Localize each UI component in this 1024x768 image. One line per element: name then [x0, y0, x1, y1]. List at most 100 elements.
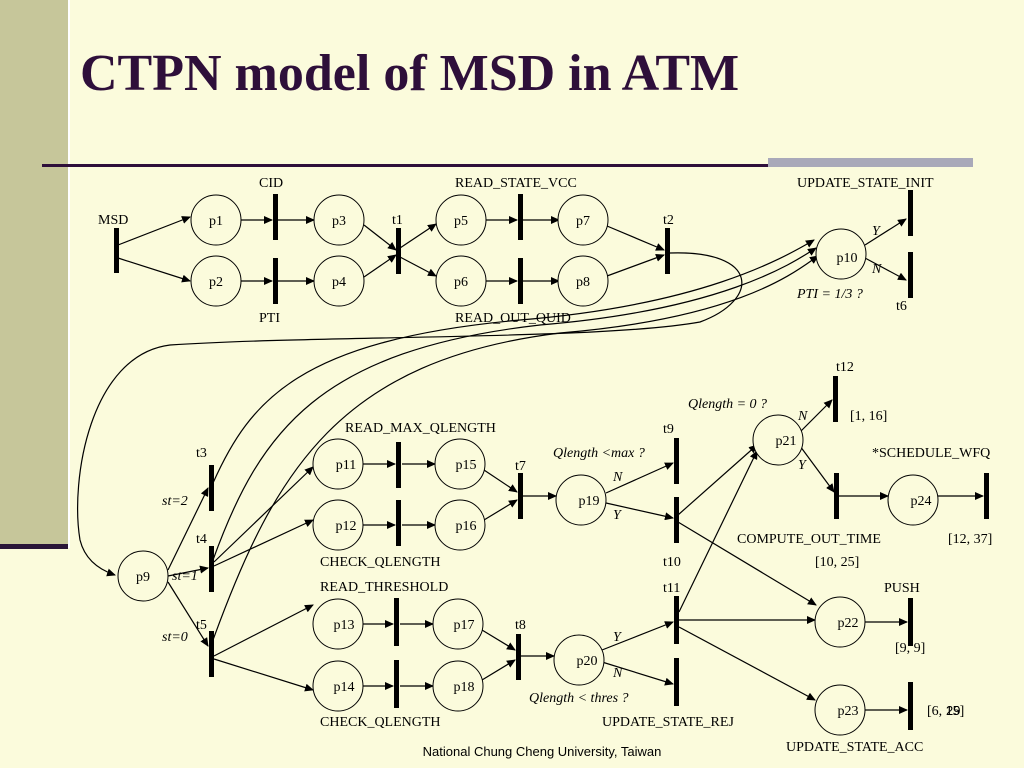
place-p3 [313, 194, 365, 246]
place-p13 [312, 598, 364, 650]
condition-n-p20: N [612, 666, 623, 681]
interval-acc: [6, 15] [927, 704, 964, 719]
place-label-p5: p5 [454, 214, 468, 229]
place-p12 [312, 499, 364, 551]
transition-update-state-acc [908, 682, 913, 730]
place-p24 [887, 474, 939, 526]
title-rule [42, 164, 972, 167]
page-number: 29 [946, 703, 961, 718]
place-label-p24: p24 [911, 494, 932, 509]
sidebar-divider [68, 0, 70, 548]
transition-update-state-rej [674, 658, 679, 706]
place-p9 [117, 550, 169, 602]
condition-pti: PTI = 1/3 ? [796, 287, 863, 302]
label-compute-out-time: COMPUTE_OUT_TIME [737, 532, 881, 547]
transition-t9 [674, 438, 679, 484]
label-update-state-init: UPDATE_STATE_INIT [797, 176, 934, 191]
place-p10 [815, 228, 867, 280]
transition-label-t6: t6 [896, 299, 907, 314]
place-p1 [190, 194, 242, 246]
place-label-p20: p20 [577, 654, 598, 669]
place-p14 [312, 660, 364, 712]
place-label-p22: p22 [838, 616, 859, 631]
label-read-threshold: READ_THRESHOLD [320, 580, 448, 595]
transition-pti [273, 258, 278, 304]
condition-qlength-thres: Qlength < thres ? [529, 691, 629, 706]
place-label-p1: p1 [209, 214, 223, 229]
transition-check-qlength-2 [394, 660, 399, 708]
place-label-p17: p17 [454, 618, 475, 633]
interval-push: [9, 9] [895, 641, 925, 656]
transition-label-t12: t12 [836, 360, 854, 375]
place-label-p8: p8 [576, 275, 590, 290]
transition-read-out-quid [518, 258, 523, 304]
place-p7 [557, 194, 609, 246]
place-label-p9: p9 [136, 570, 150, 585]
transition-t12 [833, 376, 838, 422]
title-rule-accent [768, 158, 973, 167]
transition-t1 [396, 228, 401, 274]
label-schedule-wfq: *SCHEDULE_WFQ [872, 446, 990, 461]
place-p8 [557, 255, 609, 307]
transition-label-t7: t7 [515, 459, 526, 474]
place-label-p13: p13 [334, 618, 355, 633]
place-p15 [434, 438, 486, 490]
place-p5 [435, 194, 487, 246]
condition-n-p19: N [612, 470, 623, 485]
place-label-p2: p2 [209, 275, 223, 290]
transition-push [908, 598, 913, 646]
place-label-p18: p18 [454, 680, 475, 695]
transition-label-t8: t8 [515, 618, 526, 633]
transition-cid [273, 194, 278, 240]
place-p22 [814, 596, 866, 648]
place-p11 [312, 438, 364, 490]
transition-msd [114, 228, 119, 273]
label-msd: MSD [98, 213, 128, 228]
label-read-out-quid: READ_OUT_QUID [455, 311, 571, 326]
transition-t2 [665, 228, 670, 274]
place-label-p6: p6 [454, 275, 468, 290]
condition-st0: st=0 [162, 630, 188, 645]
transition-label-t5: t5 [196, 618, 207, 633]
condition-qlength-max: Qlength <max ? [553, 446, 645, 461]
condition-y-p19: Y [613, 508, 623, 523]
label-update-state-rej: UPDATE_STATE_REJ [602, 715, 734, 730]
transition-t6-yes [908, 190, 913, 236]
interval-t12: [1, 16] [850, 409, 887, 424]
label-check-qlength-2: CHECK_QLENGTH [320, 715, 441, 730]
condition-st1: st=1 [172, 569, 198, 584]
footer-text: National Chung Cheng University, Taiwan [422, 744, 662, 759]
label-read-max-qlength: READ_MAX_QLENGTH [345, 421, 496, 436]
transition-label-t10: t10 [663, 555, 681, 570]
transition-label-t3: t3 [196, 446, 207, 461]
place-label-p11: p11 [336, 458, 356, 473]
condition-n-p10: N [871, 262, 882, 277]
transition-label-t1: t1 [392, 213, 403, 228]
condition-y-p20: Y [613, 630, 623, 645]
transition-read-threshold [394, 598, 399, 646]
place-label-p10: p10 [837, 251, 858, 266]
place-p23 [814, 684, 866, 736]
transition-t3 [209, 465, 214, 511]
condition-y-p21: Y [798, 458, 808, 473]
place-label-p4: p4 [332, 275, 346, 290]
transition-t6-no [908, 252, 913, 298]
label-cid: CID [259, 176, 283, 191]
place-p2 [190, 255, 242, 307]
label-pti: PTI [259, 311, 280, 326]
transition-compute-out-time [834, 473, 839, 519]
interval-t24: [12, 37] [948, 532, 992, 547]
place-p19 [555, 474, 607, 526]
place-p16 [434, 499, 486, 551]
place-label-p3: p3 [332, 214, 346, 229]
place-label-p23: p23 [838, 704, 859, 719]
sidebar-bottom-bar [0, 544, 68, 549]
place-p4 [313, 255, 365, 307]
transition-label-t9: t9 [663, 422, 674, 437]
place-label-p7: p7 [576, 214, 590, 229]
place-label-p12: p12 [336, 519, 357, 534]
place-p18 [432, 660, 484, 712]
condition-y-p10: Y [872, 224, 882, 239]
transition-t5 [209, 631, 214, 677]
